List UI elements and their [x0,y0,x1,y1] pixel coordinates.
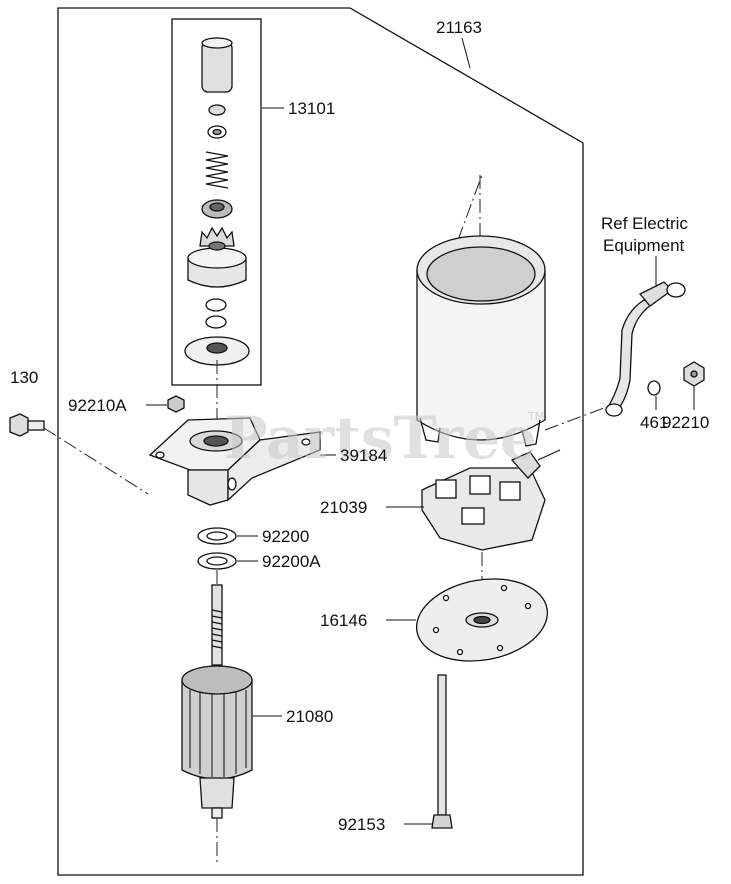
callout-92210: 92210 [662,413,709,432]
callout-130: 130 [10,368,38,387]
bolt-130 [9,413,45,437]
callout-21039: 21039 [320,498,367,517]
callout-461: 461 [640,413,668,432]
bolt-axis [43,427,149,495]
cable [605,281,686,417]
washer-a [205,298,227,312]
callout-92200: 92200 [262,527,309,546]
washer-461 [647,380,661,396]
washer-b [205,315,227,329]
through-bolt-92153 [431,674,453,829]
washer-92200 [197,527,237,545]
brush-holder-21039 [421,449,561,551]
callout-92153: 92153 [338,815,385,834]
axis-right-3 [544,404,613,431]
housing [416,235,546,447]
callout-92210A: 92210A [68,396,127,415]
nut-92210 [683,361,705,387]
nut-92210A [167,395,185,413]
leader-21163 [461,37,471,69]
watermark-tm: TM [527,410,544,423]
callout-21163: 21163 [436,18,482,37]
collar [201,199,233,219]
callout-ref-line1: Ref Electric [601,214,688,233]
washer-92200A [197,552,237,570]
callout-13101: 13101 [288,99,335,118]
callout-39184: 39184 [340,446,387,465]
assembly-boundary [57,7,584,876]
bracket-39184 [148,417,321,506]
watermark: PartsTree [224,404,537,472]
axis-right-diag [457,174,483,241]
callout-ref-line2: Equipment [603,236,685,255]
armature-21080 [181,584,253,819]
end-plate-16146 [415,578,549,662]
callout-21080: 21080 [286,707,333,726]
nut-small [208,104,226,116]
pinion-gear [187,226,247,288]
callout-16146: 16146 [320,611,367,630]
pinion-cap [201,37,233,93]
spring [205,151,229,189]
washer-small [207,125,227,139]
callout-92200A: 92200A [262,552,321,571]
